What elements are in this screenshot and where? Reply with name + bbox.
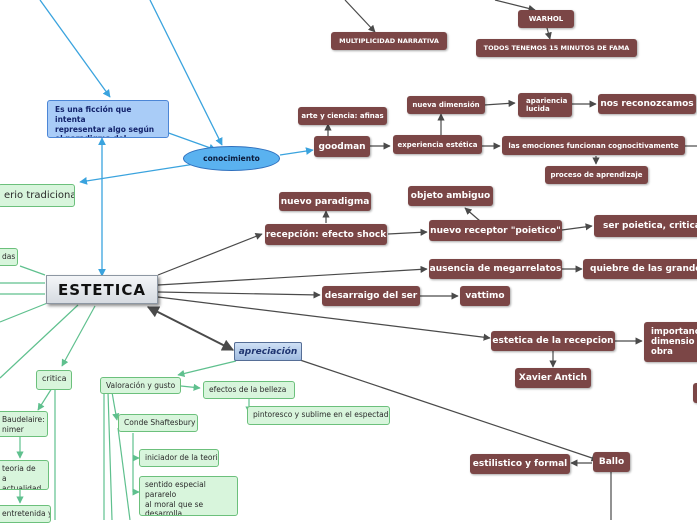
entretenida-node[interactable]: entretenida y	[0, 505, 51, 523]
das-node[interactable]: das	[0, 248, 18, 266]
ser-poietica-node[interactable]: ser poietica, critica, c	[594, 215, 697, 237]
right-edge-node[interactable]	[693, 383, 697, 403]
ausencia-megarrelatos-node[interactable]: ausencia de megarrelatos	[429, 259, 562, 279]
critica-node[interactable]: critica	[36, 370, 72, 390]
estilistico-formal-node[interactable]: estilistico y formal	[470, 454, 570, 474]
quiebre-grandes-node[interactable]: quiebre de las grandes i	[583, 259, 697, 279]
multiplicidad-narrativa-node[interactable]: MULTIPLICIDAD NARRATIVA	[331, 32, 447, 50]
recepcion-efecto-shock-node[interactable]: recepción: efecto shock	[265, 224, 387, 245]
sentido-especial-node[interactable]: sentido especial pararelo al moral que s…	[139, 476, 238, 516]
emociones-node[interactable]: las emociones funcionan cognocitivamente	[502, 136, 685, 155]
importancia-dimension-node[interactable]: importanc dimensio obra	[644, 322, 697, 362]
warhol-node[interactable]: WARHOL	[518, 10, 574, 28]
apreciacion-node[interactable]: apreciación	[234, 342, 302, 361]
teoria-actualidad-node[interactable]: teoria de a actualidad	[0, 460, 49, 490]
arte-ciencia-node[interactable]: arte y ciencia: afinas	[298, 107, 387, 125]
criterio-tradicional-node[interactable]: erio tradicional	[0, 184, 75, 207]
xavier-antich-node[interactable]: Xavier Antich	[515, 368, 591, 388]
nos-reconozcamos-node[interactable]: nos reconozcamos	[598, 94, 696, 114]
estetica-recepcion-node[interactable]: estetica de la recepcion	[491, 331, 615, 351]
vattimo-node[interactable]: vattimo	[460, 286, 510, 306]
baudelaire-node[interactable]: Baudelaire: nimer critico	[0, 411, 48, 437]
ballo-node[interactable]: Ballo	[593, 452, 630, 472]
ficcion-node[interactable]: Es una ficción que intenta representar a…	[47, 100, 169, 138]
pintoresco-sublime-node[interactable]: pintoresco y sublime en el espectador	[247, 406, 390, 425]
experiencia-estetica-node[interactable]: experiencia estética	[393, 135, 482, 154]
efectos-belleza-node[interactable]: efectos de la belleza	[203, 381, 295, 399]
proceso-aprendizaje-node[interactable]: proceso de aprendizaje	[545, 166, 648, 184]
nuevo-paradigma-node[interactable]: nuevo paradigma	[279, 192, 371, 211]
iniciador-teoria-node[interactable]: iniciador de la teoria	[139, 449, 219, 467]
objeto-ambiguo-node[interactable]: objeto ambiguo	[408, 186, 493, 206]
nuevo-receptor-node[interactable]: nuevo receptor "poietico"	[429, 220, 562, 241]
nueva-dimension-node[interactable]: nueva dimensión	[407, 96, 485, 114]
apariencia-lucida-node[interactable]: apariencia lucida	[518, 93, 572, 117]
conde-shaftesbury-node[interactable]: Conde Shaftesbury	[118, 414, 198, 432]
estetica-central-node[interactable]: ESTETICA	[46, 275, 158, 304]
conocimiento-node[interactable]: conocimiento	[183, 146, 280, 171]
quince-minutos-node[interactable]: TODOS TENEMOS 15 MINUTOS DE FAMA	[476, 39, 637, 57]
desarraigo-ser-node[interactable]: desarraigo del ser	[322, 286, 420, 306]
goodman-node[interactable]: goodman	[314, 136, 370, 157]
valoracion-gusto-node[interactable]: Valoración y gusto	[100, 377, 181, 394]
